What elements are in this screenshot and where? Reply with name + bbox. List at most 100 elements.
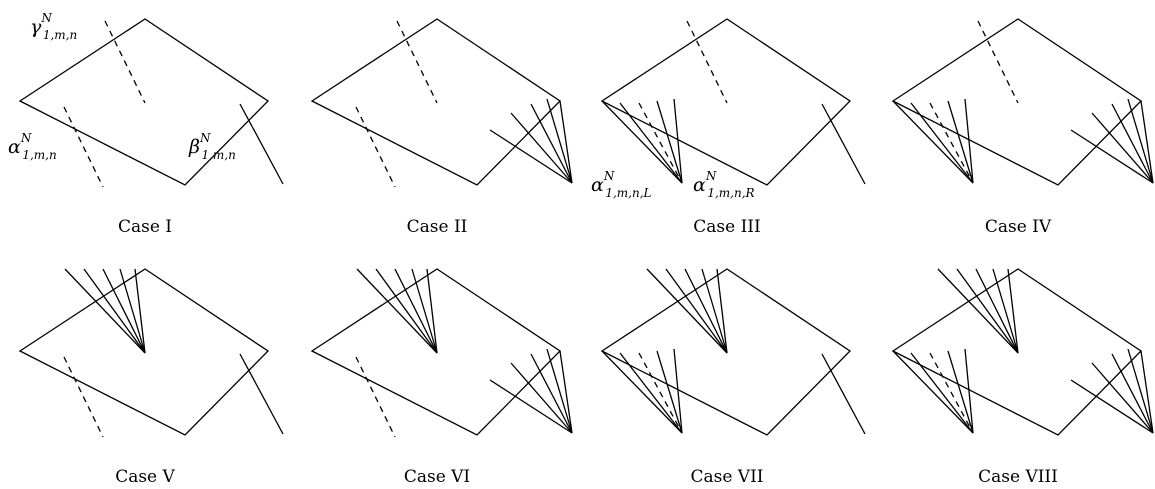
gamma-curve bbox=[977, 20, 1019, 104]
caption-case-3: Case III bbox=[693, 217, 760, 237]
gamma-curve bbox=[686, 20, 728, 104]
fan-ray bbox=[510, 362, 573, 434]
beta-curve bbox=[821, 103, 866, 185]
caption-case-4: Case IV bbox=[985, 217, 1052, 237]
fan-ray bbox=[426, 268, 438, 354]
fan-ray bbox=[1070, 129, 1154, 184]
fan-ray bbox=[975, 268, 1019, 354]
panel-case-5: Case V bbox=[18, 268, 284, 487]
fan-ray bbox=[892, 100, 974, 184]
fan-ray bbox=[701, 268, 728, 354]
fan-ray bbox=[1091, 112, 1154, 184]
fan-ray bbox=[910, 102, 974, 184]
fan-ray bbox=[1007, 268, 1019, 354]
gamma-curve bbox=[396, 20, 438, 104]
fan-ray bbox=[665, 268, 728, 354]
fan-ray bbox=[992, 268, 1019, 354]
alpha-curve bbox=[355, 106, 396, 188]
fan-ray bbox=[619, 102, 683, 184]
alpha-rarefaction-fan bbox=[601, 348, 683, 434]
quadrilateral bbox=[18, 18, 270, 186]
fan-ray bbox=[1127, 348, 1154, 434]
fan-ray bbox=[964, 348, 974, 434]
alpha-curve bbox=[355, 356, 396, 438]
gamma-rarefaction-fan bbox=[64, 268, 146, 354]
gamma-curve bbox=[104, 20, 146, 104]
fan-ray bbox=[411, 268, 438, 354]
fan-ray bbox=[937, 268, 1019, 354]
fan-ray bbox=[956, 268, 1019, 354]
fan-ray bbox=[102, 268, 146, 354]
fan-ray bbox=[673, 98, 683, 184]
fan-ray bbox=[356, 268, 438, 354]
fan-ray bbox=[559, 350, 573, 434]
fan-ray bbox=[892, 350, 974, 434]
fan-ray bbox=[489, 379, 573, 434]
beta-rarefaction-fan bbox=[489, 348, 573, 434]
gamma-rarefaction-fan bbox=[937, 268, 1019, 354]
fan-ray bbox=[656, 100, 683, 184]
quadrilateral bbox=[600, 18, 852, 186]
fan-ray bbox=[1127, 98, 1154, 184]
caption-case-8: Case VIII bbox=[978, 467, 1058, 487]
fan-ray bbox=[656, 350, 683, 434]
fan-ray bbox=[684, 268, 728, 354]
alpha-curve bbox=[929, 102, 974, 184]
gamma-rarefaction-fan bbox=[356, 268, 438, 354]
panel-case-7: Case VII bbox=[600, 268, 866, 487]
fan-ray bbox=[489, 129, 573, 184]
fan-ray bbox=[947, 350, 974, 434]
fan-ray bbox=[546, 98, 573, 184]
fan-ray bbox=[601, 100, 683, 184]
beta-curve bbox=[821, 353, 866, 435]
fan-ray bbox=[1070, 379, 1154, 434]
fan-ray bbox=[1140, 350, 1154, 434]
fan-ray bbox=[394, 268, 438, 354]
fan-ray bbox=[119, 268, 146, 354]
alpha-curve bbox=[638, 352, 683, 434]
fan-ray bbox=[1091, 362, 1154, 434]
fan-ray bbox=[64, 268, 146, 354]
gamma-rarefaction-fan bbox=[646, 268, 728, 354]
alpha-rarefaction-fan bbox=[892, 98, 974, 184]
panel-case-2: Case II bbox=[310, 18, 573, 237]
panel-case-6: Case VI bbox=[310, 268, 573, 487]
fan-ray bbox=[1111, 103, 1154, 184]
fan-ray bbox=[1140, 100, 1154, 184]
caption-case-5: Case V bbox=[115, 467, 175, 487]
beta-curve bbox=[239, 353, 284, 435]
fan-ray bbox=[530, 103, 573, 184]
caption-case-7: Case VII bbox=[690, 467, 763, 487]
fan-ray bbox=[559, 100, 573, 184]
alpha-rarefaction-fan bbox=[601, 98, 683, 184]
fan-ray bbox=[375, 268, 438, 354]
panel-case-8: Case VIII bbox=[891, 268, 1154, 487]
alpha-curve bbox=[929, 352, 974, 434]
fan-ray bbox=[83, 268, 146, 354]
fan-ray bbox=[910, 352, 974, 434]
fan-ray bbox=[546, 348, 573, 434]
panel-case-4: Case IV bbox=[891, 18, 1154, 237]
caption-case-6: Case VI bbox=[404, 467, 470, 487]
beta-rarefaction-fan bbox=[1070, 98, 1154, 184]
caption-case-1: Case I bbox=[118, 217, 172, 237]
fan-ray bbox=[510, 112, 573, 184]
alpha-curve bbox=[63, 356, 104, 438]
beta-rarefaction-fan bbox=[1070, 348, 1154, 434]
fan-ray bbox=[619, 352, 683, 434]
fan-ray bbox=[646, 268, 728, 354]
fan-ray bbox=[673, 348, 683, 434]
alpha-rarefaction-fan bbox=[892, 348, 974, 434]
alpha-curve bbox=[638, 102, 683, 184]
fan-ray bbox=[601, 350, 683, 434]
fan-ray bbox=[964, 98, 974, 184]
beta-rarefaction-fan bbox=[489, 98, 573, 184]
